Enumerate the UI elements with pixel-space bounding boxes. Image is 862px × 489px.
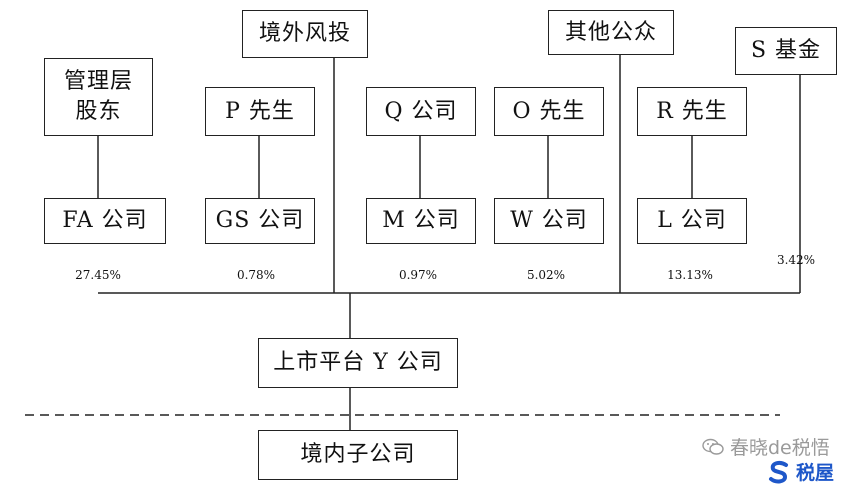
s-fund-label: S 基金 <box>750 38 822 64</box>
watermark: 春晓de税悟 税屋 <box>702 433 834 485</box>
watermark-account: 春晓de税悟 <box>729 437 830 459</box>
fa-company-box: FA 公司 <box>44 198 166 244</box>
r-person-label: R 先生 <box>656 98 728 124</box>
l-company-box: L 公司 <box>637 198 747 244</box>
listed-company-box: 上市平台 Y 公司 <box>258 338 458 388</box>
m-company-box: M 公司 <box>366 198 476 244</box>
o-person-box: O 先生 <box>494 87 604 136</box>
w-percentage: 5.02% <box>526 268 566 282</box>
m-percentage: 0.97% <box>398 268 438 282</box>
m-company-label: M 公司 <box>382 208 460 234</box>
w-company-label: W 公司 <box>510 208 588 234</box>
gs-company-box: GS 公司 <box>205 198 315 244</box>
l-percentage: 13.13% <box>667 268 713 282</box>
foreign-vc-label: 境外风投 <box>258 21 351 47</box>
p-person-label: P 先生 <box>225 98 295 124</box>
w-company-box: W 公司 <box>494 198 604 244</box>
watermark-brand: 税屋 <box>795 462 834 484</box>
management-shareholders-box: 管理层股东 <box>44 58 153 136</box>
q-company-box: Q 公司 <box>366 87 476 136</box>
domestic-subsidiary-label: 境内子公司 <box>300 442 416 468</box>
gs-percentage: 0.78% <box>236 268 276 282</box>
gs-company-label: GS 公司 <box>215 208 305 234</box>
fa-percentage: 27.45% <box>75 268 121 282</box>
other-public-box: 其他公众 <box>548 10 674 55</box>
foreign-vc-box: 境外风投 <box>242 10 368 58</box>
r-person-box: R 先生 <box>637 87 747 136</box>
wechat-icon <box>702 438 724 455</box>
s-percentage: 3.42% <box>776 253 816 267</box>
listed-company-label: 上市平台 Y 公司 <box>273 350 443 376</box>
l-company-label: L 公司 <box>657 208 727 234</box>
domestic-subsidiary-box: 境内子公司 <box>258 430 458 480</box>
other-public-label: 其他公众 <box>564 19 657 45</box>
o-person-label: O 先生 <box>512 98 586 124</box>
s-logo-icon <box>768 460 788 483</box>
s-fund-box: S 基金 <box>735 27 837 75</box>
q-company-label: Q 公司 <box>384 98 458 124</box>
fa-company-label: FA 公司 <box>62 208 148 234</box>
management-shareholders-label: 管理层股东 <box>63 69 133 124</box>
p-person-box: P 先生 <box>205 87 315 136</box>
